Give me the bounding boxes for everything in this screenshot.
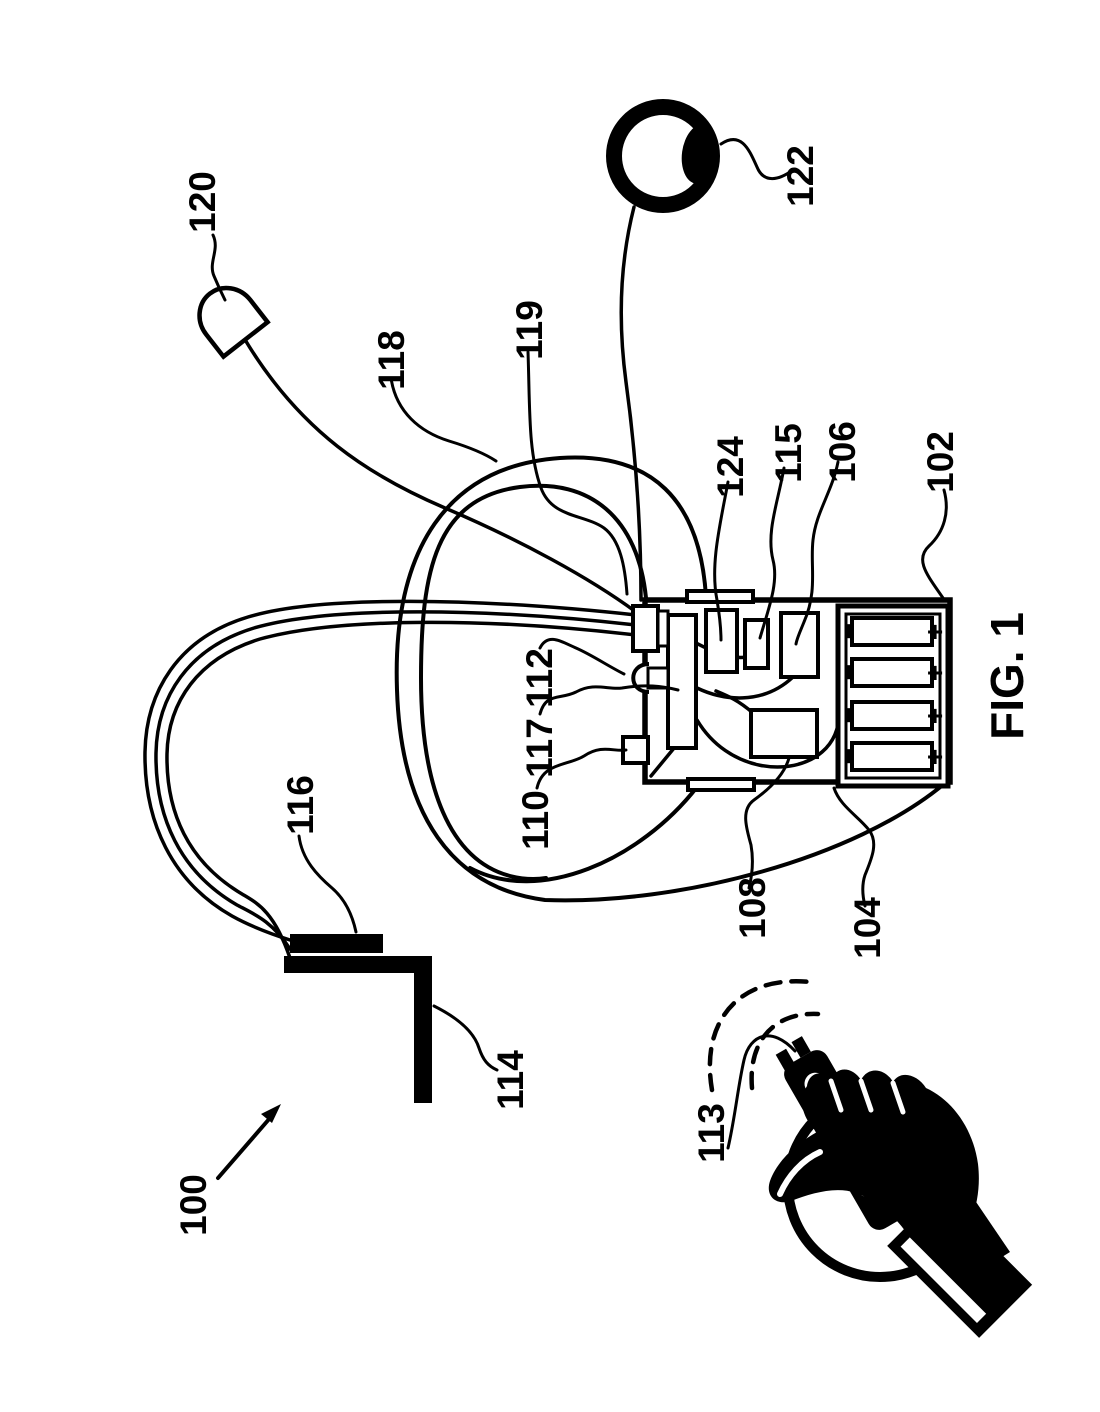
wireless-signal-arcs-icon	[707, 979, 821, 1093]
battery-plus-mark: +	[927, 657, 943, 688]
leader-106	[794, 460, 840, 646]
leader-118	[389, 376, 498, 463]
component-106	[779, 611, 820, 679]
ref-label-108: 108	[732, 877, 773, 939]
ref-label-116: 116	[280, 775, 321, 835]
leader-119	[526, 350, 629, 596]
eye-assembly	[606, 99, 795, 602]
battery-pack: + + + + − − − −	[833, 603, 951, 789]
leader-122	[719, 138, 795, 181]
battery-cell	[850, 700, 934, 731]
lead-wire-3	[165, 620, 638, 960]
housing-bottom-tab	[686, 777, 756, 792]
ref-label-117: 117	[519, 718, 560, 778]
microphone-assembly	[197, 233, 638, 614]
ref-label-104: 104	[847, 897, 888, 959]
ref-label-112: 112	[519, 648, 560, 708]
battery-minus-mark: −	[833, 707, 864, 723]
leader-115	[758, 466, 786, 640]
mounting-bracket	[284, 934, 432, 1103]
ref-label-110: 110	[515, 790, 556, 850]
battery-minus-mark: −	[833, 623, 864, 639]
ref-label-115: 115	[768, 423, 809, 483]
leader-124	[713, 480, 730, 642]
component-108	[749, 708, 819, 759]
eye-pupil-icon	[681, 124, 719, 184]
wire-2	[695, 675, 795, 700]
ref-label-114: 114	[490, 1050, 531, 1110]
bracket-114-vertical	[414, 956, 432, 1103]
system-arrow-100	[216, 1104, 281, 1180]
lead-wire-1	[143, 599, 638, 942]
leader-112	[538, 637, 626, 676]
arrow-100-shaft	[216, 1116, 272, 1180]
leader-108	[744, 756, 791, 890]
component-117-bar	[666, 613, 698, 750]
battery-plus-mark: +	[927, 616, 943, 647]
ref-label-118: 118	[371, 330, 412, 390]
ref-label-119: 119	[509, 300, 550, 360]
housing-top-tab	[685, 589, 755, 604]
ref-label-102: 102	[920, 431, 961, 493]
battery-cell	[850, 616, 934, 647]
ref-label-106: 106	[822, 421, 863, 483]
arrow-100-head-icon	[261, 1104, 281, 1123]
ref-label-120: 120	[182, 171, 223, 233]
sleeve-cuff-icon	[887, 1192, 1033, 1338]
battery-minus-mark: −	[833, 748, 864, 764]
leader-104	[832, 786, 876, 908]
battery-cell	[850, 657, 934, 688]
figure-caption: FIG. 1	[981, 612, 1033, 740]
leader-116	[297, 834, 358, 934]
bracket-114-horizontal	[284, 956, 431, 973]
leader-114	[432, 1004, 499, 1072]
battery-minus-mark: −	[833, 664, 864, 680]
reference-labels: 100 102 104 106 108 110 112 113 114 115 …	[173, 145, 1033, 1236]
battery-cell	[850, 741, 934, 772]
leader-lines	[297, 350, 948, 1072]
remote-control-group	[707, 979, 1033, 1338]
ref-label-113: 113	[691, 1103, 732, 1163]
ref-label-122: 122	[780, 145, 821, 207]
lead-wire-2	[154, 610, 638, 951]
dome-icon	[197, 285, 271, 360]
leader-120	[210, 233, 227, 302]
headband-outline	[394, 455, 946, 903]
headband-bottom-riser	[468, 785, 699, 884]
headband-outer-rim	[394, 455, 946, 903]
battery-plus-mark: +	[927, 700, 943, 731]
headband-inner-rim	[419, 483, 648, 882]
ref-label-100: 100	[173, 1174, 214, 1236]
battery-plus-mark: +	[927, 741, 943, 772]
leader-102	[921, 488, 948, 600]
electrode-plate-116	[290, 934, 383, 953]
eye-wire	[619, 205, 643, 602]
leader-113	[726, 1034, 797, 1150]
dome-wire	[242, 336, 638, 614]
leader-110	[535, 747, 628, 790]
electrode-leads	[143, 599, 638, 960]
lead-connector	[631, 604, 660, 653]
leader-117	[538, 684, 680, 716]
hand-finger-gaps	[777, 1078, 906, 1197]
lead-connector-inner	[656, 609, 670, 648]
ref-label-124: 124	[710, 436, 751, 498]
